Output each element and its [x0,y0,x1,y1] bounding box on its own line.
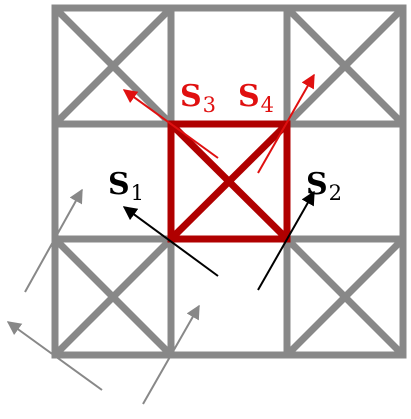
plaquette-cross-top-right [284,5,406,127]
label-s2: S2 [306,170,342,204]
highlighted-diagonal [168,121,290,242]
label-s2-index: 2 [328,181,343,205]
spin-arrow-s3 [122,89,219,159]
label-s1-letter: S [108,167,130,202]
plaquette-cross-top-left [52,5,174,127]
gray-spin-arrow [6,321,103,391]
label-s3: S3 [180,82,216,116]
label-s1-index: 1 [130,181,145,205]
highlighted-plaquette [167,120,291,243]
label-s4-index: 4 [260,93,275,117]
crossed-plaquettes [52,5,406,358]
label-s3-index: 3 [202,93,217,117]
gray-spin-arrow [24,188,83,293]
spin-arrow-s2 [257,190,315,291]
highlighted-square [167,120,291,243]
black-spin-arrows [122,190,315,291]
label-s1: S1 [108,170,144,204]
spin-arrow-s4 [257,73,315,174]
gray-spin-arrows [6,188,200,405]
red-spin-arrows [122,73,315,174]
gray-spin-arrow [142,304,200,405]
plaquette-cross-bottom-left [52,236,174,358]
label-s2-letter: S [306,167,328,202]
spin-arrow-s1 [122,206,219,277]
label-s4: S4 [238,82,274,116]
label-s4-letter: S [238,79,260,114]
plaquette-cross-bottom-right [284,236,406,358]
label-s3-letter: S [180,79,202,114]
